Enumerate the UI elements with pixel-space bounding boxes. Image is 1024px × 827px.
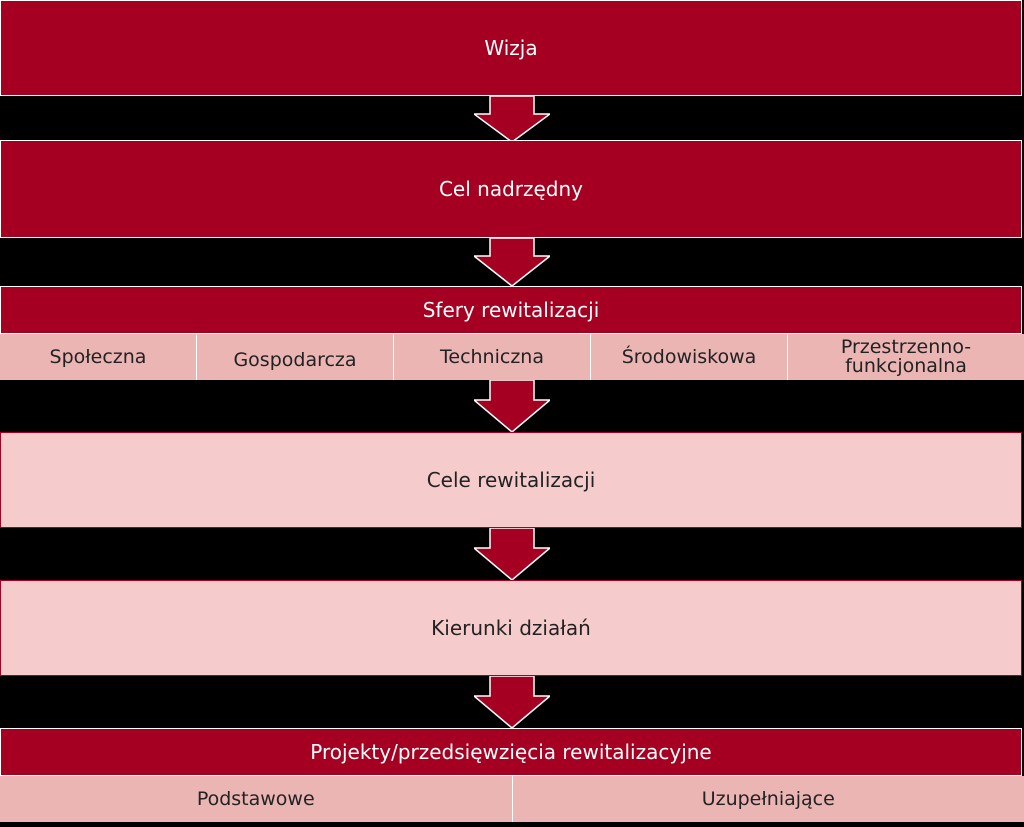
project-label: Podstawowe <box>196 787 315 810</box>
spheres-title: Sfery rewitalizacji <box>422 298 600 322</box>
main-goal-box: Cel nadrzędny <box>0 140 1022 238</box>
projects-row: Podstawowe Uzupełniające <box>0 776 1024 822</box>
spheres-title-box: Sfery rewitalizacji <box>0 286 1022 334</box>
arrow-down-icon <box>474 676 550 728</box>
spheres-row: Społeczna Gospodarcza Techniczna Środowi… <box>0 334 1024 380</box>
sphere-cell: Techniczna <box>394 334 591 380</box>
projects-title-box: Projekty/przedsięwzięcia rewitalizacyjne <box>0 728 1022 776</box>
sphere-cell: Przestrzenno-funkcjonalna <box>788 334 1024 380</box>
sphere-label: Przestrzenno-funkcjonalna <box>840 336 972 377</box>
project-cell: Uzupełniające <box>513 776 1024 822</box>
goals-box: Cele rewitalizacji <box>0 432 1022 528</box>
vision-label: Wizja <box>484 36 538 60</box>
arrow-down-icon <box>474 96 550 142</box>
directions-box: Kierunki działań <box>0 580 1022 676</box>
goals-label: Cele rewitalizacji <box>426 468 596 492</box>
sphere-label: Gospodarcza <box>233 348 357 371</box>
sphere-label: Techniczna <box>440 345 544 368</box>
arrow-down-icon <box>474 238 550 286</box>
sphere-label: Społeczna <box>49 345 147 368</box>
sphere-cell: Gospodarcza <box>197 334 394 380</box>
projects-title: Projekty/przedsięwzięcia rewitalizacyjne <box>310 740 712 764</box>
vision-box: Wizja <box>0 0 1022 96</box>
sphere-label: Środowiskowa <box>621 345 757 368</box>
arrow-down-icon <box>474 528 550 580</box>
main-goal-label: Cel nadrzędny <box>438 177 584 201</box>
directions-label: Kierunki działań <box>431 616 591 640</box>
arrow-down-icon <box>474 380 550 432</box>
sphere-cell: Środowiskowa <box>591 334 788 380</box>
project-label: Uzupełniające <box>701 787 835 810</box>
project-cell: Podstawowe <box>0 776 513 822</box>
sphere-cell: Społeczna <box>0 334 197 380</box>
